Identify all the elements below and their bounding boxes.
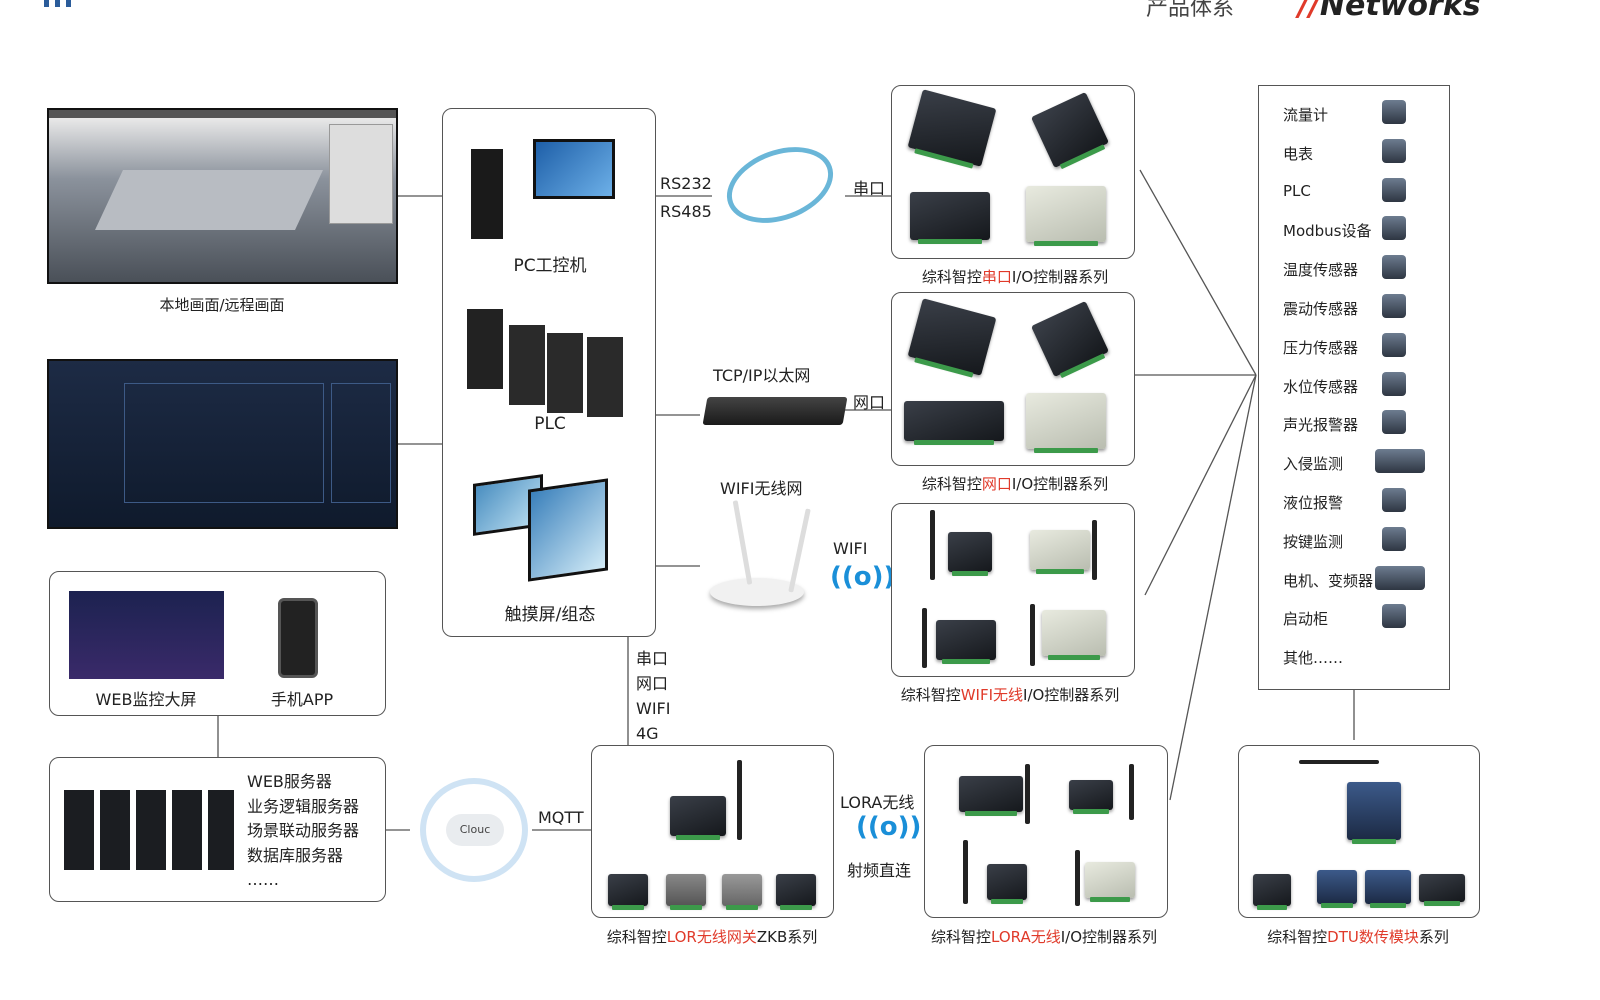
ethernet-io-box [891, 292, 1135, 466]
device-image-icon [1382, 294, 1406, 318]
lora-gateway-box [591, 745, 834, 918]
web-dashboard-image [69, 591, 224, 679]
remote-dashboard-screen [47, 359, 398, 529]
gateway-series-caption: 综科智控LOR无线网关ZKB系列 [606, 928, 818, 946]
device-image-icon [1382, 332, 1406, 357]
device-image-icon [1382, 526, 1406, 551]
device-item: 压力传感器 [1283, 338, 1359, 357]
device-item: 按键监测 [1283, 532, 1344, 551]
lora-series-caption: 综科智控LORA无线I/O控制器系列 [930, 928, 1158, 946]
wireless-signal-icon: ((o)) [830, 562, 896, 592]
device-image-icon [1382, 604, 1406, 629]
wifi-label: WIFI [833, 539, 868, 558]
rf-direct-label: 射频直连 [847, 861, 912, 880]
device-item: 温度传感器 [1283, 261, 1359, 280]
device-item: 启动柜 [1283, 610, 1329, 629]
device-image-icon [1375, 449, 1425, 474]
device-item: 电表 [1283, 144, 1314, 163]
dtu-box [1238, 745, 1480, 918]
device-item: 震动传感器 [1283, 300, 1359, 318]
device-item: PLC [1283, 181, 1311, 200]
touchscreen-image-2 [528, 478, 608, 582]
device-item: 流量计 [1283, 106, 1329, 124]
device-item: 声光报警器 [1283, 416, 1359, 435]
lora-signal-icon: ((o)) [856, 812, 922, 842]
tcpip-label: TCP/IP以太网 [713, 366, 811, 385]
device-item: 入侵监测 [1283, 455, 1344, 474]
wifi-io-box [891, 503, 1135, 677]
touch-label: 触摸屏/组态 [504, 605, 596, 625]
device-item: Modbus设备 [1283, 222, 1372, 241]
wifi-series-caption: 综科智控WIFI无线I/O控制器系列 [900, 686, 1120, 704]
header-title: 产品体系 [1146, 0, 1235, 21]
lora-label: LORA无线 [840, 793, 915, 812]
serial-io-box [891, 85, 1135, 259]
web-app-box: WEB监控大屏 手机APP [49, 571, 386, 716]
pc-tower-image [471, 149, 503, 239]
device-image-icon [1382, 177, 1406, 202]
device-item: 液位报警 [1283, 494, 1344, 512]
brand-logo: //Networks [1298, 0, 1481, 23]
mqtt-label: MQTT [538, 808, 584, 827]
rs232-label: RS232 [660, 174, 712, 193]
lora-io-box [924, 745, 1168, 918]
server-rack-image [64, 790, 234, 870]
ethernet-label: 网口 [853, 393, 886, 412]
server-list: WEB服务器业务逻辑服务器场景联动服务器数据库服务器…… [247, 772, 360, 889]
device-image-icon [1382, 410, 1406, 435]
device-image-icon [1382, 216, 1406, 241]
device-image-icon [1382, 138, 1406, 163]
device-image-icon [1382, 488, 1406, 512]
device-item: 其他…… [1283, 649, 1344, 668]
header-mark [44, 0, 76, 7]
router-image [710, 578, 804, 606]
serial-series-caption: 综科智控串口I/O控制器系列 [921, 268, 1109, 286]
pc-monitor-image [533, 139, 615, 199]
pc-label: PC工控机 [513, 256, 587, 276]
device-image-icon [1382, 255, 1406, 280]
device-item: 电机、变频器 [1283, 571, 1374, 590]
plc-label: PLC [534, 414, 566, 434]
device-image-icon [1382, 371, 1406, 396]
rs485-label: RS485 [660, 202, 712, 221]
plc-image [467, 309, 503, 389]
local-scada-screen [47, 108, 398, 284]
device-image-icon [1382, 100, 1406, 124]
ethernet-series-caption: 综科智控网口I/O控制器系列 [921, 475, 1109, 493]
switch-image [702, 397, 848, 425]
center-control-box: PC工控机 PLC 触摸屏/组态 [442, 108, 656, 637]
cloud-icon: Clouc [420, 778, 528, 882]
serial-label: 串口 [853, 179, 886, 198]
dtu-series-caption: 综科智控DTU数传模块系列 [1267, 928, 1449, 946]
app-caption: 手机APP [270, 690, 334, 709]
device-image-icon [1375, 565, 1425, 590]
server-box: WEB服务器业务逻辑服务器场景联动服务器数据库服务器…… [49, 757, 386, 902]
wifi-network-label: WIFI无线网 [720, 479, 803, 498]
local-remote-caption: 本地画面/远程画面 [159, 296, 285, 314]
web-caption: WEB监控大屏 [95, 690, 197, 709]
device-item: 水位传感器 [1283, 377, 1359, 396]
phone-app-image [278, 598, 318, 678]
